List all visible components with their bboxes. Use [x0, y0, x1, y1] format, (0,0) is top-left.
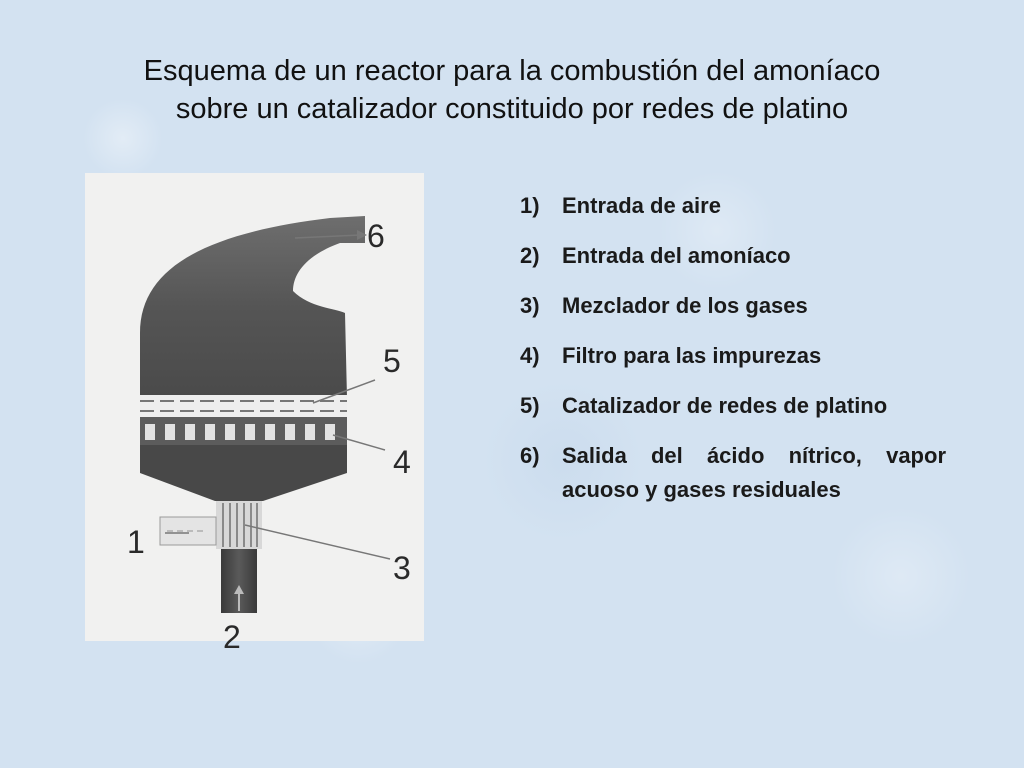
- leader-lines: [165, 234, 391, 560]
- legend-number: 3): [520, 293, 540, 318]
- legend-text: Catalizador de redes de platino: [562, 393, 888, 418]
- reactor-dome: [140, 216, 365, 398]
- mixer-lines: [222, 503, 258, 547]
- legend-text: Entrada del amoníaco: [562, 243, 791, 268]
- callout-2: 2: [223, 619, 241, 655]
- legend-text: Filtro para las impurezas: [562, 343, 822, 368]
- reactor-diagram: 6 5 4 1 3 2: [85, 173, 424, 653]
- legend-number: 5): [520, 393, 540, 418]
- component-legend: 1) Entrada de aire 2) Entrada del amonía…: [520, 189, 946, 523]
- legend-item: 2) Entrada del amoníaco: [520, 239, 946, 273]
- slide-title-line-1: Esquema de un reactor para la combustión…: [143, 55, 881, 87]
- callout-5: 5: [383, 343, 401, 379]
- catalyst-gauze: [140, 395, 347, 417]
- legend-item: 6) Salida del ácido nítrico, vapor acuos…: [520, 439, 946, 507]
- legend-item: 4) Filtro para las impurezas: [520, 339, 946, 373]
- legend-number: 1): [520, 193, 540, 218]
- legend-text: Entrada de aire: [562, 193, 721, 218]
- legend-number: 4): [520, 343, 540, 368]
- legend-item: 3) Mezclador de los gases: [520, 289, 946, 323]
- filter-comb: [145, 424, 335, 440]
- legend-text: Mezclador de los gases: [562, 293, 808, 318]
- outlet-arrow-icon: [357, 230, 367, 240]
- legend-number: 6): [520, 443, 540, 468]
- legend-item: 1) Entrada de aire: [520, 189, 946, 223]
- callout-6: 6: [367, 218, 385, 254]
- legend-number: 2): [520, 243, 540, 268]
- legend-text: Salida del ácido nítrico, vapor acuoso y…: [562, 443, 946, 502]
- callout-1: 1: [127, 524, 145, 560]
- slide-title: Esquema de un reactor para la combustión…: [40, 52, 984, 128]
- reactor-cone: [140, 445, 347, 501]
- callout-3: 3: [393, 550, 411, 586]
- slide-title-line-2: sobre un catalizador constituido por red…: [175, 93, 849, 125]
- reactor-drawing: [140, 216, 391, 613]
- legend-item: 5) Catalizador de redes de platino: [520, 389, 946, 423]
- callout-4: 4: [393, 444, 411, 480]
